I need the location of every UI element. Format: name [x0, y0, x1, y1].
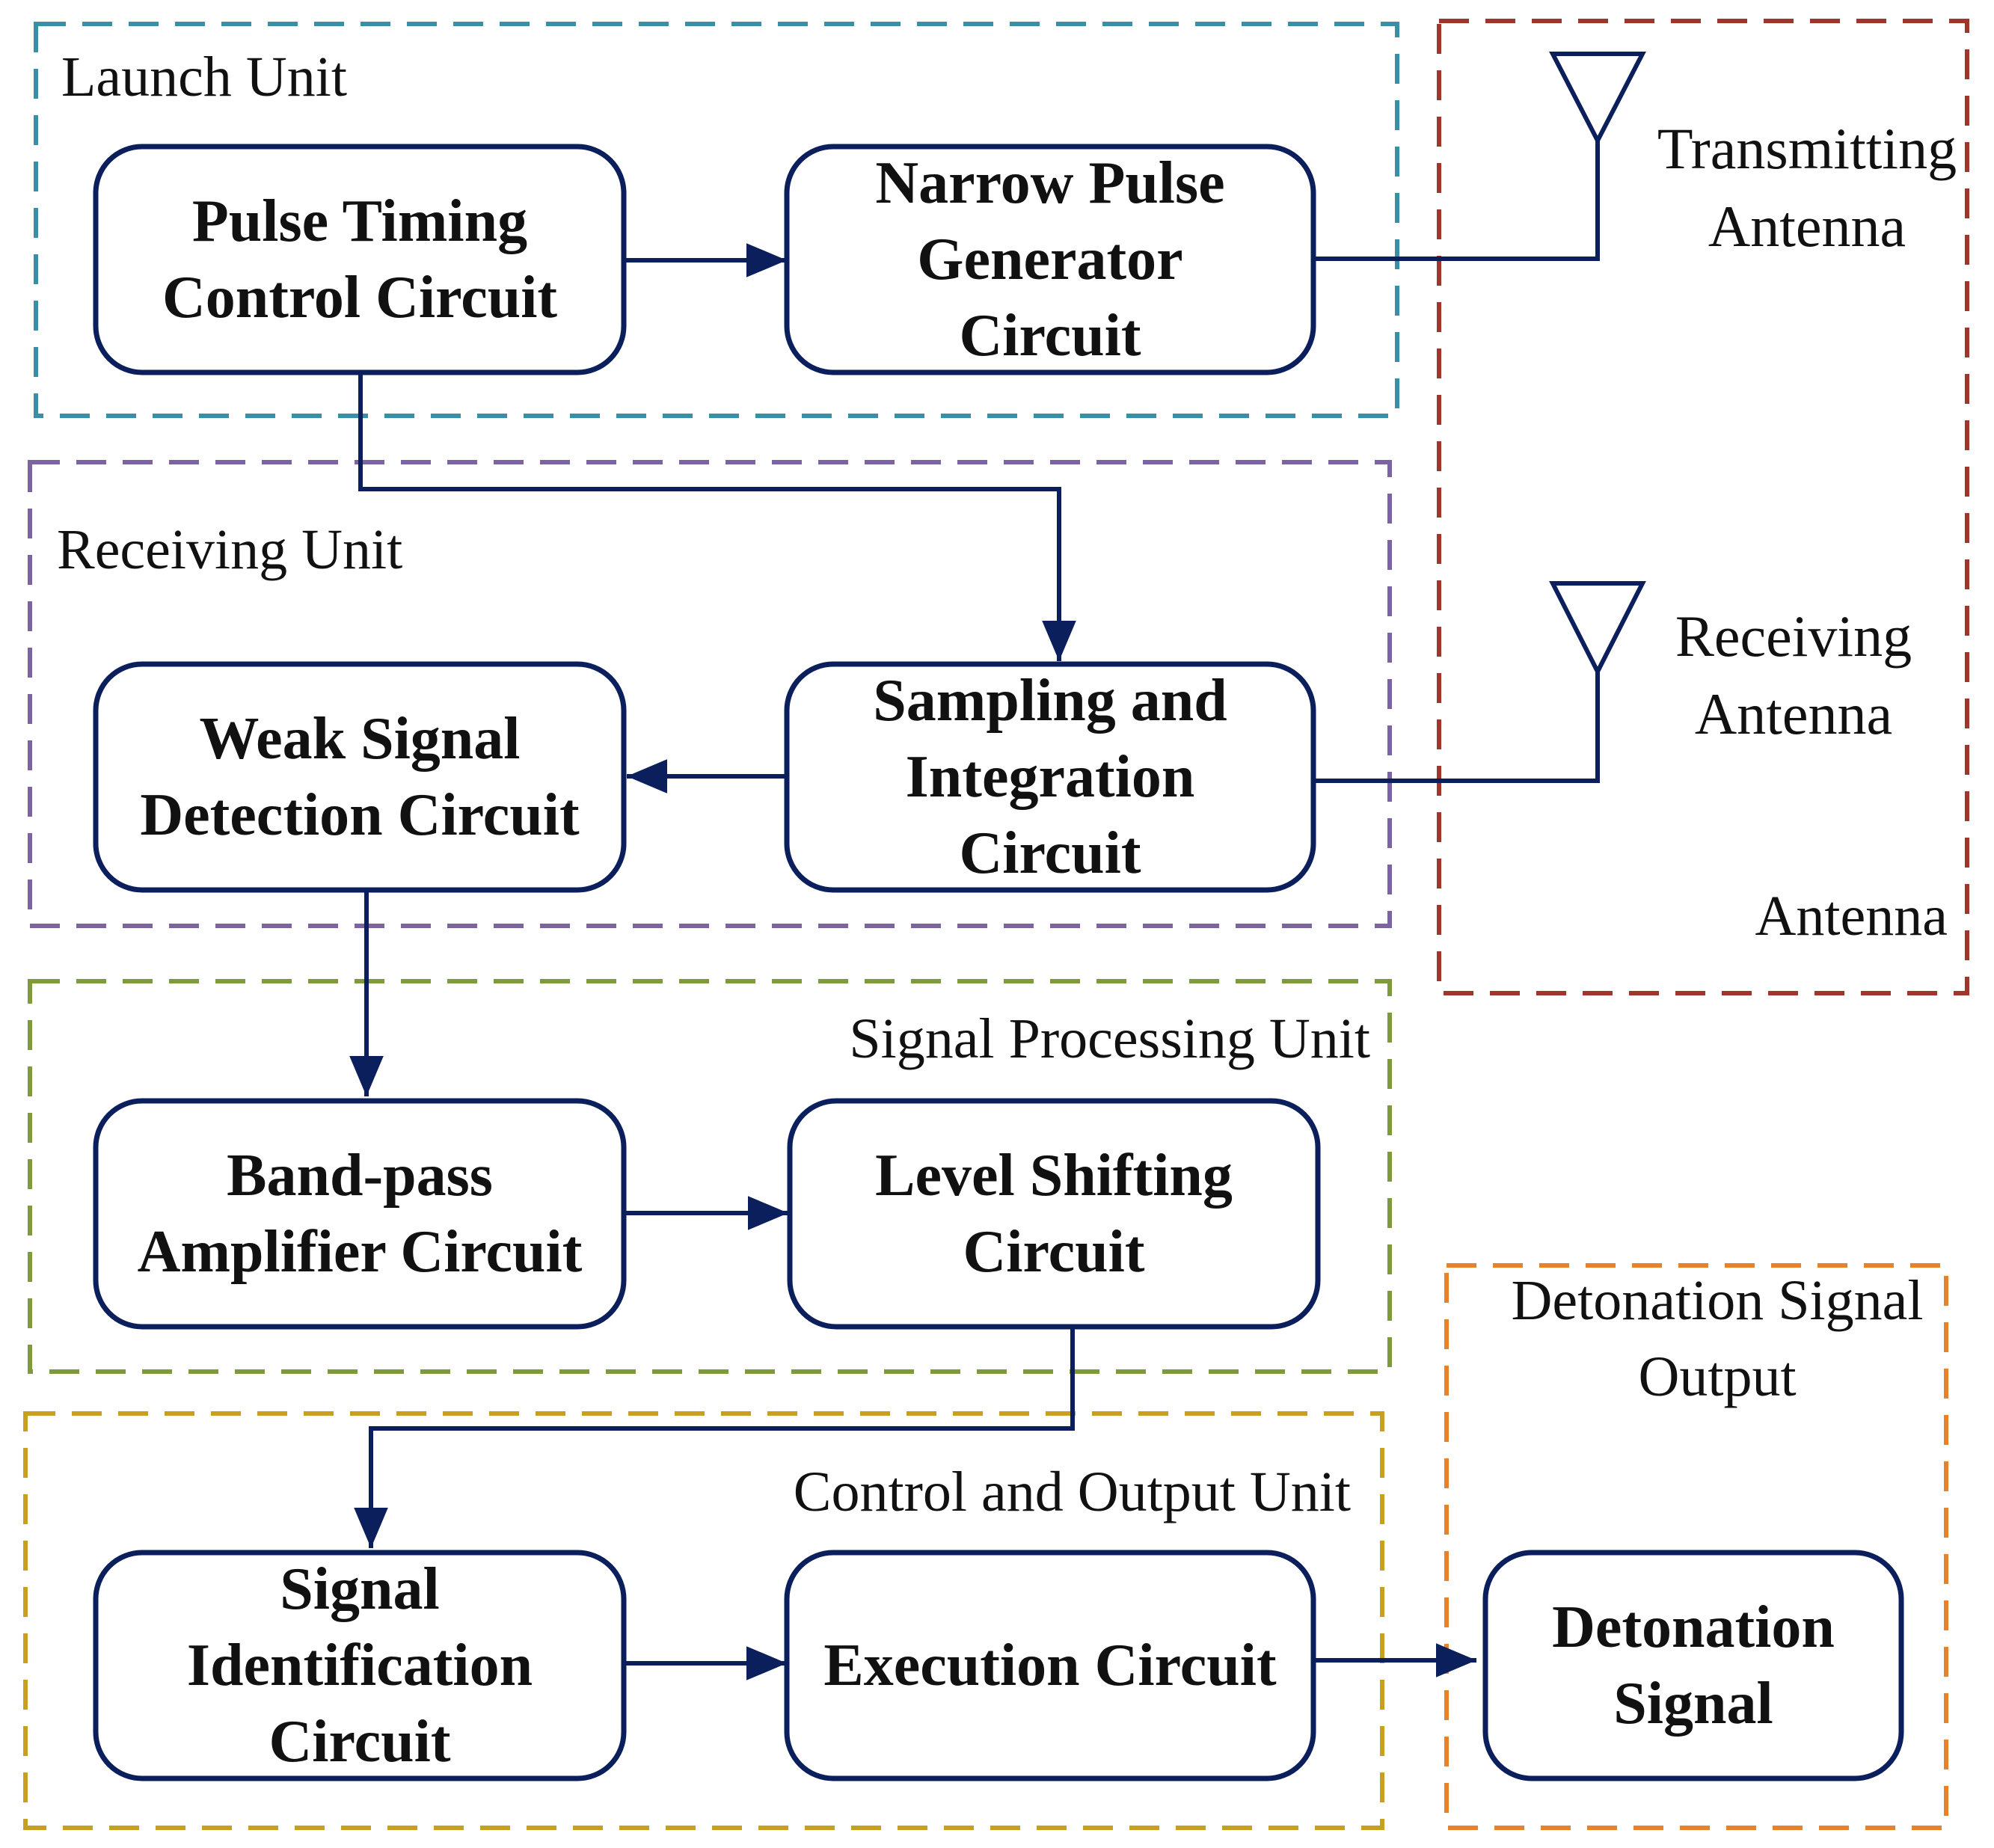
control-output-unit-region [23, 1411, 1384, 1830]
text-line: Output [1638, 1345, 1796, 1408]
signal-processing-unit-region [28, 979, 1392, 1374]
text-line: Receiving [1675, 604, 1912, 669]
text-line: Signal [280, 1556, 439, 1622]
text-line: Transmitting [1657, 116, 1957, 181]
launch-unit-label: Launch Unit [61, 46, 347, 108]
receiving-unit-region [28, 460, 1392, 928]
text-line: Amplifier Circuit [138, 1219, 583, 1285]
pulse-timing-control-circuit-box [93, 144, 627, 375]
text-line: Weak Signal [199, 706, 520, 772]
detonation-output-region [1444, 1263, 1948, 1830]
detonation-signal-box [1482, 1550, 1904, 1781]
text-line: Circuit [960, 820, 1141, 886]
text-line: Circuit [960, 303, 1141, 369]
text-line: Detonation Signal [1512, 1269, 1924, 1332]
text-line: Identification [187, 1633, 533, 1698]
text-line: Signal [1613, 1671, 1773, 1737]
launch-unit-region [34, 22, 1399, 418]
antenna-unit-label: Antenna [1755, 885, 1948, 948]
antenna-region [1437, 19, 1969, 995]
sampling-integration-circuit-box [784, 661, 1316, 893]
text-line: Detection Circuit [140, 782, 580, 848]
weak-signal-detection-circuit-box [93, 661, 627, 893]
narrow-pulse-generator-circuit-box [784, 144, 1316, 375]
text-line: Narrow Pulse [875, 150, 1224, 216]
wire-narrow-to-tx-antenna [1313, 141, 1600, 261]
control-output-unit-label: Control and Output Unit [794, 1461, 1351, 1523]
wire-level-to-signal-id [354, 1327, 1075, 1548]
text-line: Level Shifting [875, 1143, 1233, 1209]
text-line: Antenna [1695, 681, 1892, 746]
text-line: Band-pass [227, 1143, 493, 1209]
signal-identification-circuit-box [93, 1550, 627, 1781]
text-line: Sampling and [873, 668, 1227, 734]
text-line: Antenna [1708, 194, 1906, 259]
wire-rx-antenna-to-sampling [1313, 672, 1600, 783]
text-line: Integration [906, 744, 1195, 810]
execution-circuit-label: Execution Circuit [823, 1633, 1277, 1698]
text-line: Generator [917, 227, 1182, 292]
text-line: Circuit [269, 1709, 451, 1775]
level-shifting-circuit-box [787, 1098, 1321, 1330]
wire-pulse-to-sampling [358, 374, 1076, 661]
text-line: Control Circuit [162, 265, 557, 331]
receiving-unit-label: Receiving Unit [57, 518, 402, 581]
execution-circuit-box [784, 1550, 1316, 1781]
signal-processing-unit-label: Signal Processing Unit [849, 1007, 1370, 1070]
text-line: Pulse Timing [192, 188, 527, 254]
receiving-antenna-icon [1549, 581, 1646, 677]
bandpass-amplifier-circuit-box [93, 1098, 627, 1330]
text-line: Execution Circuit [823, 1633, 1277, 1698]
transmitting-antenna-icon [1549, 52, 1646, 146]
text-line: Detonation [1552, 1594, 1835, 1660]
text-line: Circuit [963, 1219, 1145, 1285]
